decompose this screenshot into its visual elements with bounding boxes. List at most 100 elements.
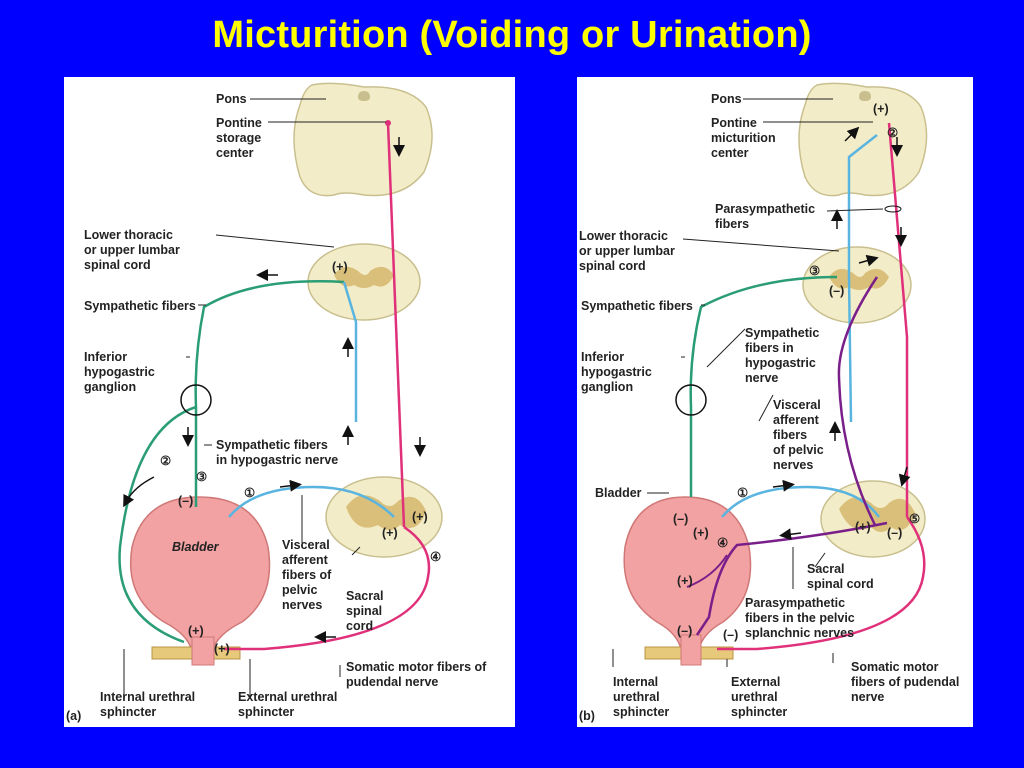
step-marker-5: ⑤ [909, 512, 920, 526]
arrow-left-icon [779, 528, 802, 541]
label-visceral: nerves [282, 598, 322, 612]
label-external-sphincter: External [731, 675, 780, 689]
sacral-spinal-cord [325, 476, 443, 558]
marker-plus: (+) [188, 624, 204, 638]
marker-minus: (–) [677, 624, 692, 638]
label-sympathetic-fibers: Sympathetic fibers [581, 299, 693, 313]
label-symp-hypogastric: Sympathetic [745, 326, 819, 340]
label-visceral: Visceral [282, 538, 330, 552]
panel-b-svg: Pons Pontine micturition center Parasymp… [579, 82, 959, 723]
label-pontine-storage: Pontine [216, 116, 262, 130]
marker-minus: (–) [829, 284, 844, 298]
marker-plus: (+) [382, 526, 398, 540]
label-somatic: pudendal nerve [346, 675, 438, 689]
label-external-sphincter: sphincter [238, 705, 294, 719]
label-internal-sphincter: sphincter [100, 705, 156, 719]
label-splanchnic: fibers in the pelvic [745, 611, 855, 625]
sympathetic-sphincter-fiber [118, 405, 197, 644]
label-internal-sphincter: urethral [613, 690, 660, 704]
label-pontine-storage: storage [216, 131, 261, 145]
label-visceral: fibers of [282, 568, 332, 582]
arrow-right-icon [858, 254, 879, 267]
label-visceral: fibers [773, 428, 807, 442]
panel-a-svg: Pons Pontine storage center Lower thorac… [66, 82, 487, 723]
arrow-right-icon [772, 479, 795, 492]
step-marker-2: ② [887, 126, 898, 140]
pons-descending-fiber [887, 122, 909, 517]
step-marker-1: ① [737, 486, 748, 500]
sympathetic-fiber [194, 280, 345, 507]
label-ganglion: hypogastric [581, 365, 652, 379]
panel-a-storage-diagram: Pons Pontine storage center Lower thorac… [64, 77, 515, 727]
marker-plus: (+) [873, 102, 889, 116]
panel-b-voiding-diagram: Pons Pontine micturition center Parasymp… [577, 77, 973, 727]
afferent-ascending-fiber [342, 281, 358, 422]
slide-title: Micturition (Voiding or Urination) [212, 14, 812, 56]
urethra-shape [191, 636, 215, 666]
marker-plus: (+) [214, 642, 230, 656]
label-thoracic: Lower thoracic [84, 228, 173, 242]
pons-shape [293, 82, 433, 197]
ganglion-circle [675, 384, 707, 416]
pons-notch [859, 91, 871, 101]
label-visceral: afferent [282, 553, 329, 567]
label-thoracic: spinal cord [579, 259, 646, 273]
label-thoracic: or upper lumbar [84, 243, 180, 257]
marker-minus: (–) [723, 628, 738, 642]
label-sacral: spinal cord [807, 577, 874, 591]
label-splanchnic: splanchnic nerves [745, 626, 854, 640]
marker-plus: (+) [332, 260, 348, 274]
somatic-pudendal-fiber [717, 516, 926, 651]
pons-shape [798, 82, 928, 197]
label-sacral: Sacral [346, 589, 384, 603]
leader-lines [612, 98, 884, 667]
pons-descending-fiber [386, 122, 406, 528]
marker-minus: (–) [887, 526, 902, 540]
label-ganglion: ganglion [84, 380, 136, 394]
label-symp-hypogastric: fibers in [745, 341, 794, 355]
label-ganglion: ganglion [581, 380, 633, 394]
label-somatic: Somatic motor [851, 660, 939, 674]
label-symp-hypogastric: in hypogastric nerve [216, 453, 338, 467]
label-visceral: nerves [773, 458, 813, 472]
label-bladder: Bladder [595, 486, 642, 500]
marker-minus: (–) [178, 494, 193, 508]
panel-tag: (a) [66, 709, 81, 723]
label-somatic: nerve [851, 690, 884, 704]
label-visceral: afferent [773, 413, 820, 427]
parasympathetic-marker [884, 205, 902, 213]
label-thoracic: Lower thoracic [579, 229, 668, 243]
label-somatic: Somatic motor fibers of [346, 660, 487, 674]
label-visceral: Visceral [773, 398, 821, 412]
label-pontine-micturition: center [711, 146, 749, 160]
label-somatic: fibers of pudendal [851, 675, 959, 689]
marker-plus: (+) [677, 574, 693, 588]
label-visceral: of pelvic [773, 443, 824, 457]
parasympathetic-descending-fiber [837, 276, 879, 526]
label-thoracic: or upper lumbar [579, 244, 675, 258]
label-visceral: pelvic [282, 583, 317, 597]
label-parasympathetic-fibers: Parasympathetic [715, 202, 815, 216]
sympathetic-fiber [689, 275, 838, 497]
label-sympathetic-fibers: Sympathetic fibers [84, 299, 196, 313]
label-parasympathetic-fibers: fibers [715, 217, 749, 231]
splanchnic-branch [686, 554, 728, 588]
step-marker-1: ① [244, 486, 255, 500]
urethra-shape [680, 634, 702, 666]
leader-lines [123, 98, 386, 697]
label-symp-hypogastric: hypogastric [745, 356, 816, 370]
pelvic-splanchnic-fiber [695, 521, 888, 636]
label-sacral: cord [346, 619, 373, 633]
label-pontine-storage: center [216, 146, 254, 160]
step-marker-2: ② [160, 454, 171, 468]
afferent-ascending-fiber [847, 134, 878, 423]
label-symp-hypogastric: nerve [745, 371, 778, 385]
arrow-down-icon [898, 466, 911, 487]
label-ganglion: Inferior [581, 350, 624, 364]
step-marker-4: ④ [430, 550, 441, 564]
label-pons: Pons [216, 92, 247, 106]
panel-tag: (b) [579, 709, 595, 723]
label-sacral: spinal [346, 604, 382, 618]
label-external-sphincter: sphincter [731, 705, 787, 719]
arrow-right-icon [279, 479, 302, 492]
